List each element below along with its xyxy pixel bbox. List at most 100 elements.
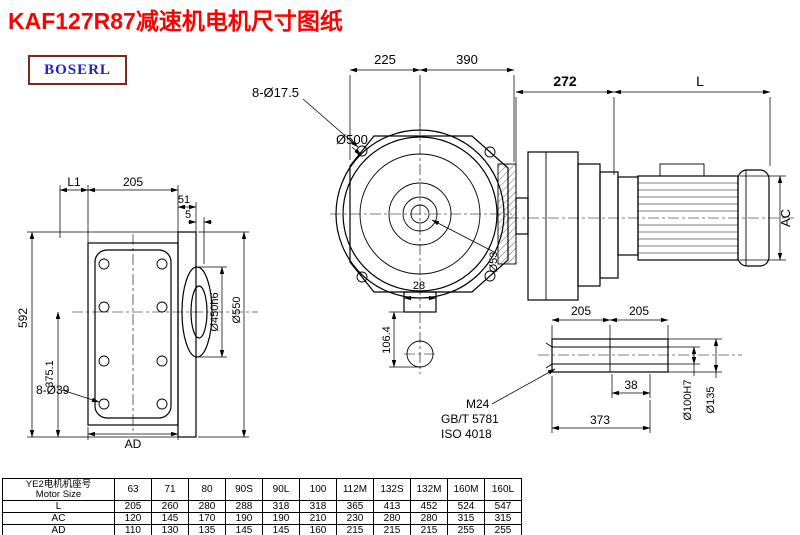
- dim-label-373: 373: [590, 413, 610, 427]
- shaft-detail-dimension-lines: [491, 317, 722, 433]
- dim-label-5: 5: [185, 209, 191, 221]
- left-view-centerlines: [72, 234, 258, 434]
- dim-label-592: 592: [16, 308, 30, 328]
- table-cell: 130: [151, 524, 189, 535]
- brand-logo-text: BOSERL: [44, 61, 111, 78]
- dim-label-AC: AC: [778, 209, 793, 227]
- size-col-90S: 90S: [225, 478, 263, 501]
- table-cell: 547: [484, 500, 522, 513]
- table-header-row: YE2电机机座号 Motor Size 63 71 80 90S 90L 100…: [2, 478, 522, 501]
- corner-line1: YE2电机机座号: [25, 478, 92, 490]
- table-cell: 260: [151, 500, 189, 513]
- label-d100H7: Ø100H7: [682, 380, 694, 421]
- row-label-AC: AC: [2, 512, 115, 525]
- side-view-dimension-lines: [515, 89, 786, 261]
- size-col-132S: 132S: [373, 478, 411, 501]
- motor-fins: [638, 182, 738, 254]
- dim-label-272: 272: [553, 73, 577, 89]
- size-col-160M: 160M: [447, 478, 485, 501]
- table-cell: 280: [188, 500, 226, 513]
- dim-label-28: 28: [413, 280, 425, 292]
- size-col-132M: 132M: [410, 478, 448, 501]
- corner-line2: Motor Size: [35, 488, 82, 500]
- dim-label-L: L: [696, 73, 704, 89]
- table-cell: 280: [410, 512, 448, 525]
- front-view-outline: [335, 129, 517, 368]
- dim-label-106-4: 106.4: [381, 326, 393, 354]
- table-cell: 145: [151, 512, 189, 525]
- left-view-dimension-lines: [27, 185, 249, 440]
- table-cell: 318: [299, 500, 337, 513]
- dim-label-L1: L1: [67, 175, 81, 189]
- table-cell: 255: [484, 524, 522, 535]
- dim-label-51: 51: [178, 194, 190, 206]
- table-cell: 145: [225, 524, 263, 535]
- dim-label-375-1: 375.1: [44, 360, 56, 388]
- table-cell: 190: [262, 512, 300, 525]
- size-col-63: 63: [114, 478, 152, 501]
- table-cell: 280: [373, 512, 411, 525]
- table-cell: 210: [299, 512, 337, 525]
- size-col-90L: 90L: [262, 478, 300, 501]
- dim-label-AD: AD: [125, 437, 142, 451]
- front-view-dimension-lines: [302, 67, 515, 368]
- front-view-centerlines: [330, 124, 512, 374]
- shaft-detail-outline: [545, 338, 669, 373]
- label-gbt-5781: GB/T 5781: [441, 412, 499, 426]
- table-cell: 315: [484, 512, 522, 525]
- table-row-L: L 205 260 280 288 318 318 365 413 452 52…: [2, 500, 522, 513]
- label-M24: M24: [466, 397, 490, 411]
- size-col-160L: 160L: [484, 478, 522, 501]
- dim-label-225: 225: [374, 52, 396, 67]
- technical-drawing: L1 205 51 5 592 375.1 8-Ø39 AD Ø450h6 Ø5…: [16, 52, 794, 451]
- label-d500: Ø500: [336, 132, 368, 147]
- table-cell: 255: [447, 524, 485, 535]
- table-corner-cell: YE2电机机座号 Motor Size: [2, 478, 115, 501]
- dim-label-205-left: 205: [123, 175, 143, 189]
- row-label-AD: AD: [2, 524, 115, 535]
- label-d550: Ø550: [231, 297, 243, 324]
- dimension-table: YE2电机机座号 Motor Size 63 71 80 90S 90L 100…: [2, 478, 522, 535]
- side-view-outline: [515, 151, 770, 301]
- row-label-L: L: [2, 500, 115, 513]
- size-col-80: 80: [188, 478, 226, 501]
- left-view-bolt-holes: [98, 258, 168, 410]
- table-cell: 230: [336, 512, 374, 525]
- table-cell: 170: [188, 512, 226, 525]
- table-cell: 215: [336, 524, 374, 535]
- label-d135: Ø135: [705, 387, 717, 414]
- dim-label-205-b: 205: [629, 304, 649, 318]
- table-row-AD: AD 110 130 135 145 145 160 215 215 215 2…: [2, 524, 522, 535]
- front-view-bolt-holes: [356, 145, 496, 283]
- table-cell: 110: [114, 524, 152, 535]
- table-cell: 452: [410, 500, 448, 513]
- dim-label-205-a: 205: [571, 304, 591, 318]
- left-view-outline: [87, 231, 213, 438]
- table-cell: 365: [336, 500, 374, 513]
- label-8-d17-5: 8-Ø17.5: [252, 85, 299, 100]
- table-cell: 315: [447, 512, 485, 525]
- table-cell: 190: [225, 512, 263, 525]
- table-cell: 205: [114, 500, 152, 513]
- table-cell: 120: [114, 512, 152, 525]
- label-d450h6: Ø450h6: [209, 292, 221, 331]
- dim-label-38: 38: [624, 378, 638, 392]
- table-cell: 524: [447, 500, 485, 513]
- page-title: KAF127R87减速机电机尺寸图纸: [8, 8, 343, 34]
- table-cell: 318: [262, 500, 300, 513]
- table-cell: 215: [410, 524, 448, 535]
- label-8-d39: 8-Ø39: [36, 383, 70, 397]
- size-col-71: 71: [151, 478, 189, 501]
- dim-label-390: 390: [456, 52, 478, 67]
- table-cell: 160: [299, 524, 337, 535]
- table-row-AC: AC 120 145 170 190 190 210 230 280 280 3…: [2, 512, 522, 525]
- table-cell: 413: [373, 500, 411, 513]
- table-cell: 215: [373, 524, 411, 535]
- table-cell: 145: [262, 524, 300, 535]
- label-d53: Ø53: [488, 252, 500, 273]
- size-col-100: 100: [299, 478, 337, 501]
- label-iso-4018: ISO 4018: [441, 427, 492, 441]
- table-cell: 288: [225, 500, 263, 513]
- table-cell: 135: [188, 524, 226, 535]
